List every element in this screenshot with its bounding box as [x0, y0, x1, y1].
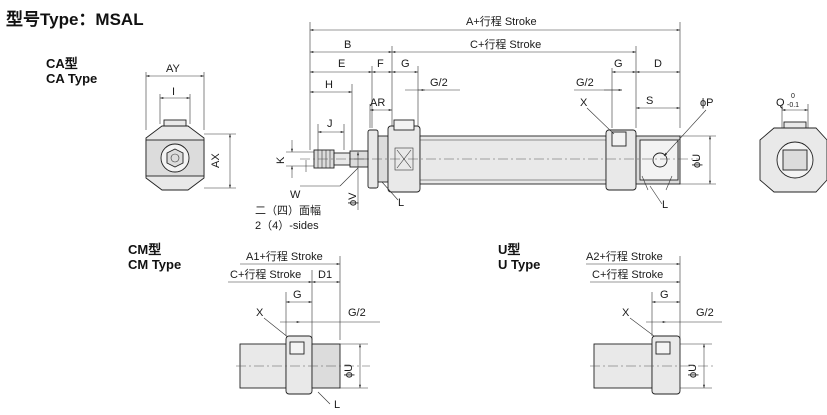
- dim-c-stroke: C+行程 Stroke: [470, 38, 541, 51]
- page-title: 型号Type：MSAL: [6, 9, 144, 29]
- note-sides-en: 2（4）-sides: [255, 219, 319, 232]
- dim-l-cm: L: [334, 399, 340, 411]
- dim-d: D: [654, 58, 662, 70]
- cm-type-label-cn: CM型: [128, 242, 161, 257]
- dim-k: K: [275, 156, 287, 164]
- dim-phi-u: ϕU: [691, 154, 703, 168]
- dim-ay: AY: [166, 63, 181, 75]
- dim-i: I: [172, 86, 175, 98]
- ca-type-view: CA型 CA Type AY I AX: [46, 56, 236, 191]
- dim-x-cm: X: [256, 307, 264, 319]
- dim-g-cm: G: [293, 289, 302, 301]
- dim-l-rear: L: [662, 199, 668, 211]
- dim-g-half-rear: G/2: [576, 77, 594, 89]
- dim-a-stroke: A+行程 Stroke: [466, 15, 537, 28]
- dim-q-tol-lower: -0.1: [787, 102, 799, 109]
- dim-c-stroke-cm: C+行程 Stroke: [230, 268, 301, 281]
- dim-g: G: [401, 58, 410, 70]
- dim-ax: AX: [210, 153, 222, 168]
- cm-type-label-en: CM Type: [128, 257, 181, 272]
- dim-g-rear: G: [614, 58, 623, 70]
- dim-phi-p: ϕP: [700, 97, 714, 109]
- dim-l-front: L: [398, 197, 404, 209]
- dim-a2-stroke: A2+行程 Stroke: [586, 250, 663, 263]
- dim-b: B: [344, 39, 351, 51]
- dim-x: X: [580, 97, 588, 109]
- dim-g-half: G/2: [430, 77, 448, 89]
- ca-type-label-cn: CA型: [46, 56, 78, 71]
- dim-g-half-u: G/2: [696, 307, 714, 319]
- dim-q: Q: [776, 97, 785, 109]
- u-type-view: U型 U Type A2+行程 Stroke C+行程 Stroke G X G…: [498, 242, 722, 395]
- dim-q-tol-upper: 0: [791, 93, 795, 100]
- dim-d1: D1: [318, 269, 332, 281]
- main-side-view: A+行程 Stroke B C+行程 Stroke E F G G/2 H AR…: [255, 15, 716, 232]
- dim-f: F: [377, 58, 384, 70]
- dim-w: W: [290, 189, 301, 201]
- dim-phi-v: ϕV: [347, 192, 359, 206]
- rear-end-view: Q 0 -0.1: [759, 93, 827, 193]
- dim-c-stroke-u: C+行程 Stroke: [592, 268, 663, 281]
- dim-h: H: [325, 79, 333, 91]
- dim-s: S: [646, 95, 653, 107]
- ca-type-label-en: CA Type: [46, 71, 97, 86]
- dim-g-half-cm: G/2: [348, 307, 366, 319]
- cm-type-view: CM型 CM Type A1+行程 Stroke C+行程 Stroke D1 …: [128, 242, 380, 411]
- dim-g-u: G: [660, 289, 669, 301]
- dim-ar: AR: [370, 97, 385, 109]
- dim-a1-stroke: A1+行程 Stroke: [246, 250, 323, 263]
- dim-e: E: [338, 58, 345, 70]
- u-type-label-en: U Type: [498, 257, 540, 272]
- dim-j: J: [327, 118, 333, 130]
- dim-phi-u-u: ϕU: [687, 364, 699, 378]
- dim-phi-u-cm: ϕU: [343, 364, 355, 378]
- dim-x-u: X: [622, 307, 630, 319]
- u-type-label-cn: U型: [498, 242, 520, 257]
- note-sides-cn: 二（四）面幅: [255, 204, 321, 217]
